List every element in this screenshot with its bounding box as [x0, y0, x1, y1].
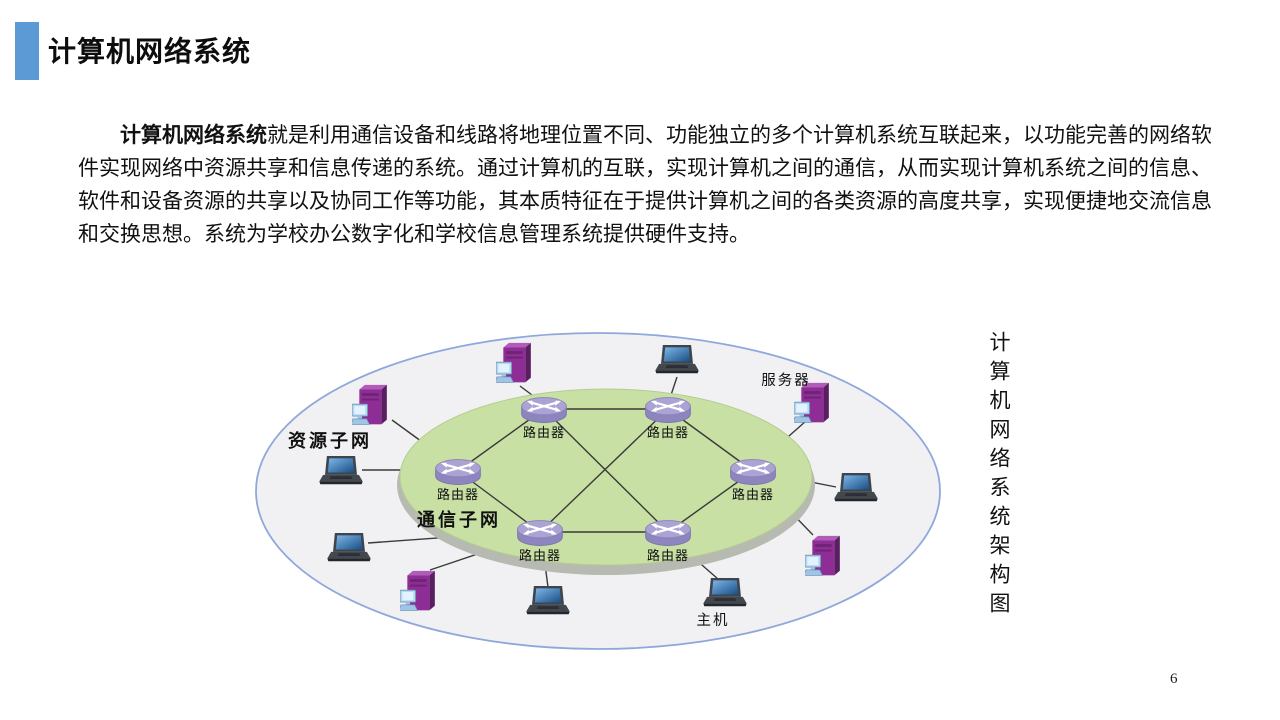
router-icon	[644, 519, 692, 547]
router-label: 路由器	[523, 425, 565, 440]
body-paragraph: 计算机网络系统就是利用通信设备和线路将地理位置不同、功能独立的多个计算机系统互联…	[78, 119, 1212, 251]
router-label: 路由器	[647, 548, 689, 563]
communication-subnet-ellipse	[399, 388, 813, 566]
title-accent-bar	[15, 22, 39, 80]
page-number: 6	[1170, 671, 1178, 687]
router-label: 路由器	[732, 487, 774, 502]
communication-subnet-label: 通信子网	[417, 509, 501, 530]
host-label: 主机	[697, 612, 730, 629]
router-icon	[729, 458, 777, 486]
mesh-line	[539, 408, 669, 533]
router-label: 路由器	[647, 425, 689, 440]
paragraph-lead: 计算机网络系统	[120, 124, 267, 147]
router-icon	[434, 458, 482, 486]
paragraph-body: 就是利用通信设备和线路将地理位置不同、功能独立的多个计算机系统互联起来，以功能完…	[78, 124, 1212, 246]
resource-subnet-label: 资源子网	[288, 430, 372, 451]
router-label: 路由器	[437, 487, 479, 502]
page-title: 计算机网络系统	[48, 36, 252, 67]
diagram-vertical-caption: 计算机网络系统架构图	[987, 331, 1011, 621]
router-label: 路由器	[519, 548, 561, 563]
diagram-labels: 资源子网 通信子网 服务器 主机 路由器 路由器 路由器 路由器 路由器 路由器	[288, 372, 811, 629]
router-icon	[644, 396, 692, 424]
router-icon	[520, 396, 568, 424]
router-icon	[516, 519, 564, 547]
mesh-line	[543, 408, 669, 533]
server-label: 服务器	[761, 372, 811, 389]
